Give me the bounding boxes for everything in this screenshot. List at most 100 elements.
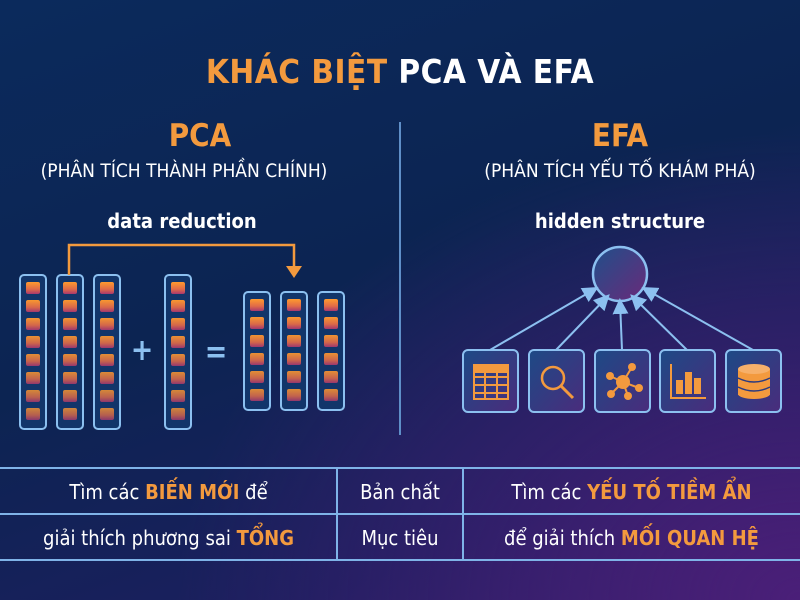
data-cell [287,317,301,329]
data-cell [100,282,114,294]
pca-subtitle: (PHÂN TÍCH THÀNH PHẦN CHÍNH) [40,160,328,182]
data-cell [26,408,40,420]
data-cell [26,336,40,348]
data-cell [100,300,114,312]
original-variable-column [56,274,84,430]
component-column [317,291,345,411]
data-cell [171,318,185,330]
data-cell [63,354,77,366]
cell-text: Tìm các [69,480,146,504]
data-cell [26,390,40,402]
data-cell [287,299,301,311]
pca-keyword: data reduction [107,209,257,233]
data-cell [287,371,301,383]
added-variable-column [164,274,192,430]
reduction-arrow [67,243,296,275]
original-variable-column [93,274,121,430]
data-cell [250,317,264,329]
data-cell [250,389,264,401]
data-cell [171,372,185,384]
pca-row-1: Tìm các BIẾN MỚI để [0,469,337,515]
data-cell [324,353,338,365]
efa-diagram [462,245,782,413]
bar-chart-icon [659,349,716,413]
loading-arrow [641,287,754,351]
cell-text: Tìm các [511,480,588,504]
cell-highlight: MỐI QUAN HỆ [620,526,759,550]
data-cell [171,300,185,312]
original-variable-column [19,274,47,430]
data-cell [287,353,301,365]
data-cell [26,372,40,384]
comparison-table-lines [0,467,800,561]
data-cell [250,353,264,365]
table-icon [462,349,519,413]
cell-highlight: BIẾN MỚI [145,480,240,504]
data-cell [250,299,264,311]
reduction-arrowhead [286,266,302,278]
title-rest: PCA VÀ EFA [398,52,595,91]
component-column [280,291,308,411]
page-title: KHÁC BIỆT PCA VÀ EFA [0,52,800,91]
data-cell [324,299,338,311]
data-cell [171,282,185,294]
cell-highlight: TỔNG [236,526,294,550]
data-cell [63,336,77,348]
pca-row-2: giải thích phương sai TỔNG [0,515,337,561]
data-cell [100,354,114,366]
cell-text: để [239,480,268,504]
data-cell [250,371,264,383]
loading-arrow [489,286,599,351]
data-cell [63,408,77,420]
data-cell [171,336,185,348]
data-cell [26,318,40,330]
data-cell [324,317,338,329]
efa-subtitle: (PHÂN TÍCH YẾU TỐ KHÁM PHÁ) [484,160,756,182]
data-cell [171,408,185,420]
data-cell [63,390,77,402]
data-cell [287,335,301,347]
database-icon [725,349,782,413]
loading-arrow [630,294,688,351]
loading-arrow [555,294,610,351]
data-cell [63,372,77,384]
data-cell [26,354,40,366]
loading-arrow [612,298,629,351]
component-column [243,291,271,411]
row-label-goal: Mục tiêu [361,526,439,550]
row-label-nature: Bản chất [360,480,440,504]
data-cell [324,335,338,347]
data-cell [100,372,114,384]
data-cell [63,318,77,330]
cell-text: giải thích phương sai [43,526,237,550]
data-cell [324,389,338,401]
search-icon [528,349,585,413]
pca-diagram [19,274,345,430]
data-cell [287,389,301,401]
efa-row-2: để giải thích MỐI QUAN HỆ [463,515,800,561]
data-cell [100,336,114,348]
data-cell [171,390,185,402]
plus-sign: + [131,333,154,368]
data-cell [100,390,114,402]
cell-highlight: YẾU TỐ TIỀM ẨN [587,480,752,504]
data-cell [26,282,40,294]
pca-heading: PCA [168,118,232,154]
efa-keyword: hidden structure [534,209,706,233]
data-cell [26,300,40,312]
network-icon [594,349,651,413]
data-cell [100,408,114,420]
cell-text: để giải thích [504,526,621,550]
data-cell [63,300,77,312]
efa-heading: EFA [591,118,649,154]
equals-sign: = [205,335,228,370]
data-cell [324,371,338,383]
data-cell [100,318,114,330]
data-cell [171,354,185,366]
efa-row-1: Tìm các YẾU TỐ TIỀM ẨN [463,469,800,515]
data-cell [250,335,264,347]
latent-factor-node [591,245,649,303]
title-highlight: KHÁC BIỆT [205,52,388,91]
data-cell [63,282,77,294]
